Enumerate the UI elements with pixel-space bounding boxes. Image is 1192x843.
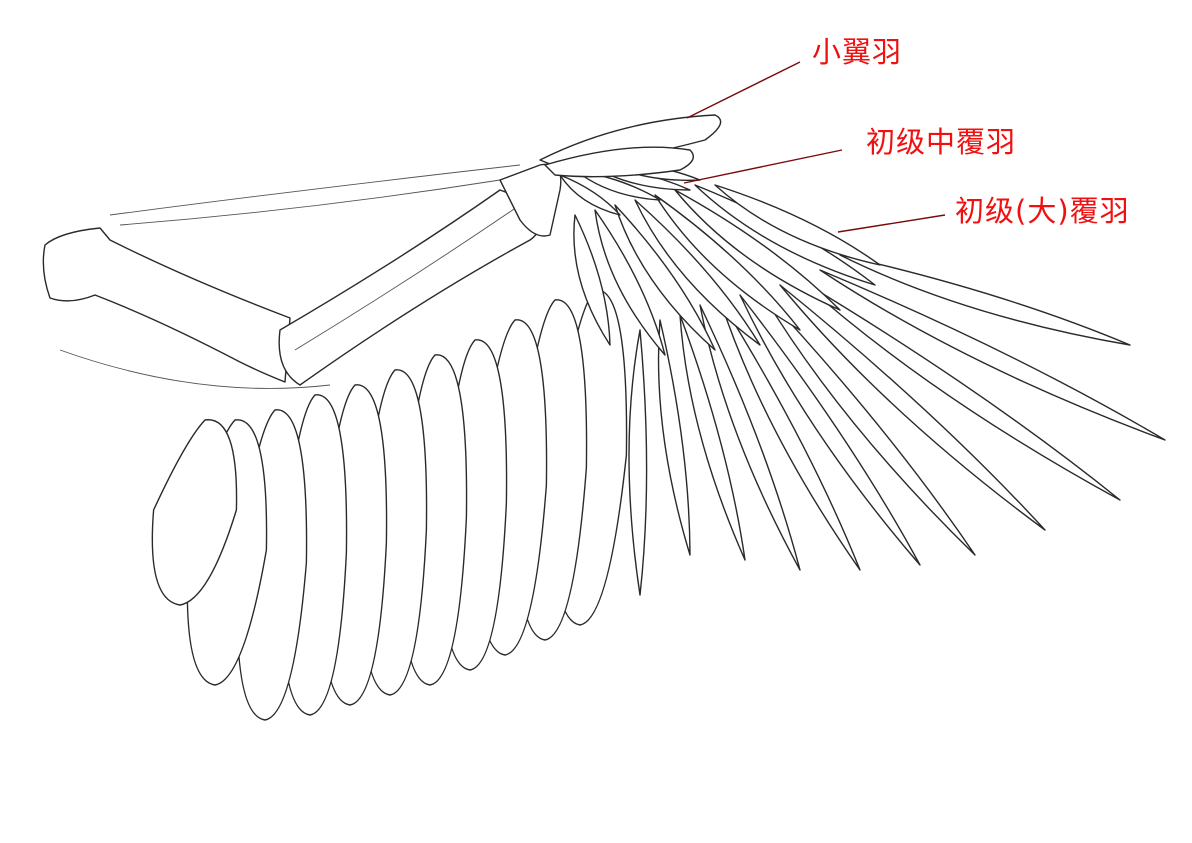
leader-line-median-coverts — [683, 149, 843, 184]
primary-feather — [839, 254, 1131, 346]
greater-covert-feather — [714, 184, 881, 266]
leader-lines — [683, 61, 946, 233]
greater-covert-feather — [614, 204, 716, 351]
covert-feathers — [559, 159, 881, 356]
primary-feather — [799, 279, 1121, 501]
radius-ulna-bones — [278, 189, 542, 386]
label-primary-greater-coverts: 初级(大)覆羽 — [955, 194, 1130, 228]
primary-feather — [628, 329, 648, 596]
primary-feather — [739, 294, 921, 566]
primary-feather — [699, 304, 801, 571]
leader-line-greater-coverts — [837, 214, 946, 233]
primary-feather — [679, 314, 746, 561]
greater-covert-feather — [573, 214, 611, 346]
leader-line-alula — [686, 61, 801, 119]
label-alula: 小翼羽 — [812, 35, 903, 69]
primary-feather — [759, 289, 976, 556]
label-primary-median-coverts: 初级中覆羽 — [866, 125, 1017, 159]
primary-feather — [779, 284, 1046, 531]
secondary-feather — [151, 419, 238, 606]
greater-covert-feather — [654, 194, 801, 331]
wing-bones — [42, 114, 722, 389]
primary-feather — [819, 269, 1166, 441]
humerus-bone — [42, 227, 291, 383]
greater-covert-feather — [634, 199, 761, 346]
greater-covert-feather — [594, 209, 666, 356]
primary-feathers — [628, 254, 1166, 596]
greater-covert-feather — [674, 189, 841, 311]
primary-feather — [719, 299, 861, 571]
median-covert-feather — [559, 174, 621, 216]
secondary-feathers — [151, 289, 628, 721]
primary-feather — [657, 319, 691, 556]
